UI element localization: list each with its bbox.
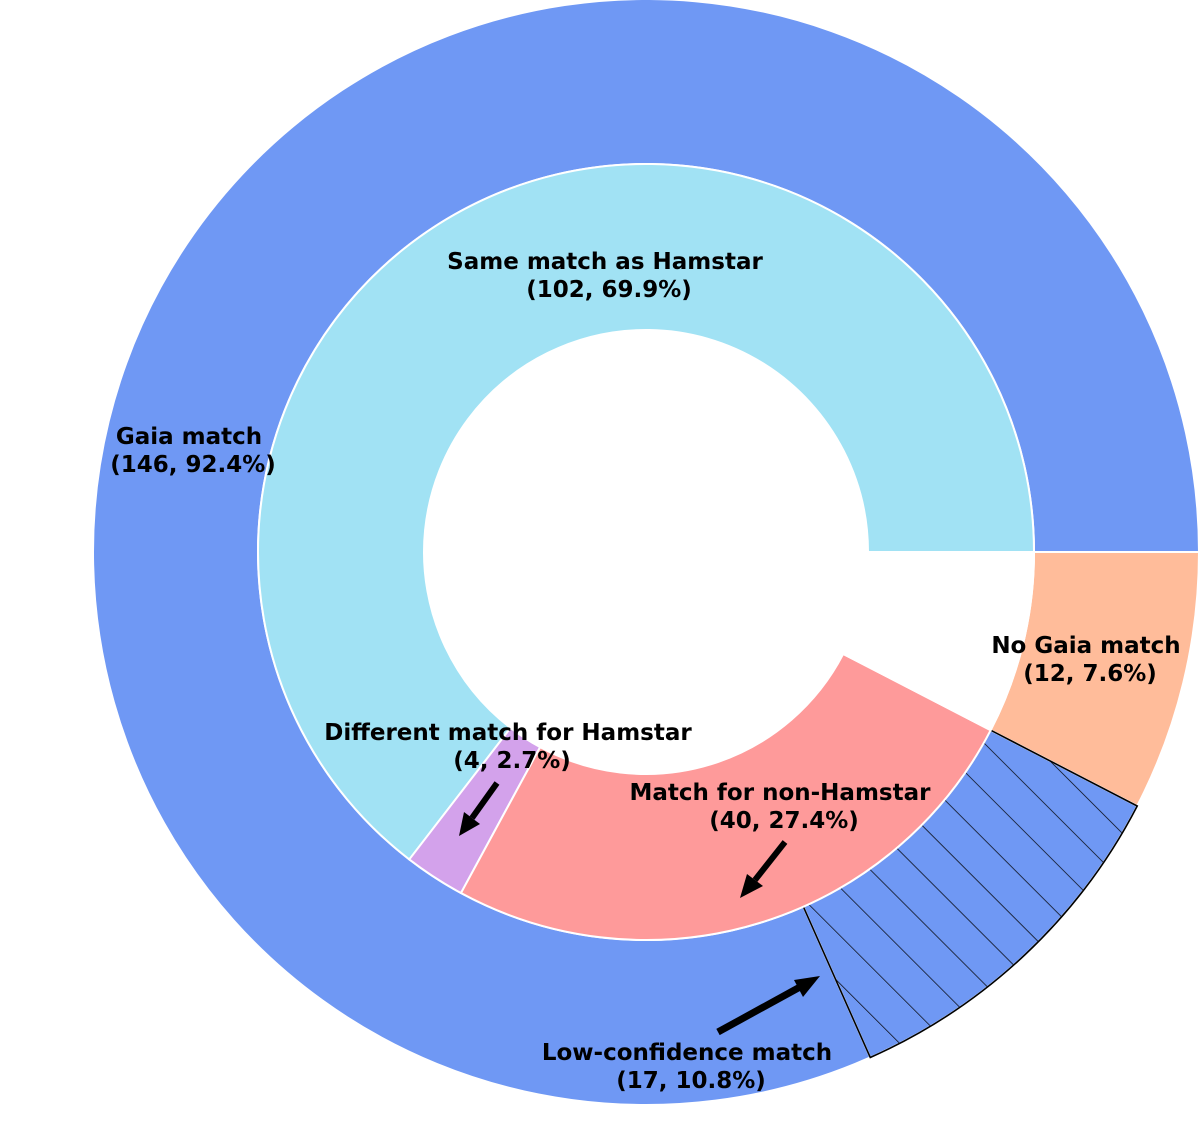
inner-slice-match-for-non-hamstar xyxy=(459,652,993,941)
arrow-low-confidence xyxy=(716,976,820,1036)
arrow-different-match xyxy=(459,781,500,836)
label-gaia-match: Gaia match (146, 92.4%) xyxy=(110,424,276,478)
label-different-match: Different match for Hamstar (4, 2.7%) xyxy=(324,720,699,774)
outer-ring xyxy=(92,0,1200,1106)
label-match-non-hamstar: Match for non-Hamstar (40, 27.4%) xyxy=(630,780,939,834)
inner-slice-same-match-as-hamstar xyxy=(257,163,1036,861)
arrow-match-non-hamstar xyxy=(740,840,788,898)
inner-slice-empty-3 xyxy=(841,551,1036,732)
label-same-match: Same match as Hamstar (102, 69.9%) xyxy=(447,249,771,303)
label-no-gaia-match: No Gaia match (12, 7.6%) xyxy=(991,633,1188,687)
label-low-confidence: Low-confidence match (17, 10.8%) xyxy=(542,1040,840,1094)
